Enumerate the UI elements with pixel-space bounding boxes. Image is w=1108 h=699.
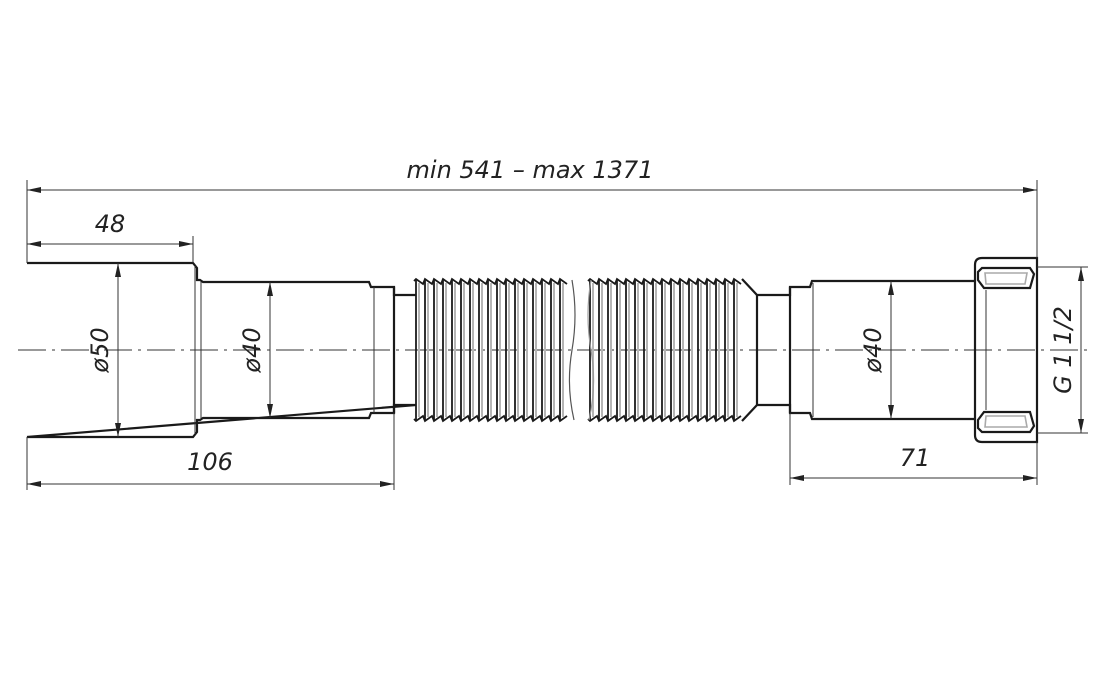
dimension-106: 106 xyxy=(26,413,395,490)
hose-rib xyxy=(413,414,568,423)
union-nut xyxy=(973,256,1039,444)
dimension-d50: ø50 xyxy=(86,263,121,437)
corrugated-hose xyxy=(413,277,742,423)
thread-label: G 1 1/2 xyxy=(1049,306,1077,394)
hose-rib xyxy=(413,277,568,286)
dimension-71: 71 xyxy=(789,413,1038,485)
overall-length-label: min 541 – max 1371 xyxy=(407,156,654,184)
socket-length-label: 48 xyxy=(95,210,126,238)
hose-rib xyxy=(587,414,742,423)
left-fitting xyxy=(26,261,417,439)
right-length-label: 71 xyxy=(900,444,931,472)
hose-rib xyxy=(587,279,595,421)
right-diameter-label: ø40 xyxy=(859,327,887,373)
dimension-d40-left: ø40 xyxy=(238,282,273,418)
dimension-48: 48 xyxy=(27,210,194,263)
hose-rib xyxy=(587,277,742,286)
hose-rib xyxy=(568,279,576,421)
inlet-diameter-label: ø50 xyxy=(86,327,114,373)
left-length-label: 106 xyxy=(187,448,233,476)
dimension-overall: min 541 – max 1371 xyxy=(26,156,1038,263)
dimension-thread: G 1 1/2 xyxy=(1037,266,1088,434)
dimension-d40-right: ø40 xyxy=(859,281,894,419)
left-diameter-label: ø40 xyxy=(238,327,266,373)
